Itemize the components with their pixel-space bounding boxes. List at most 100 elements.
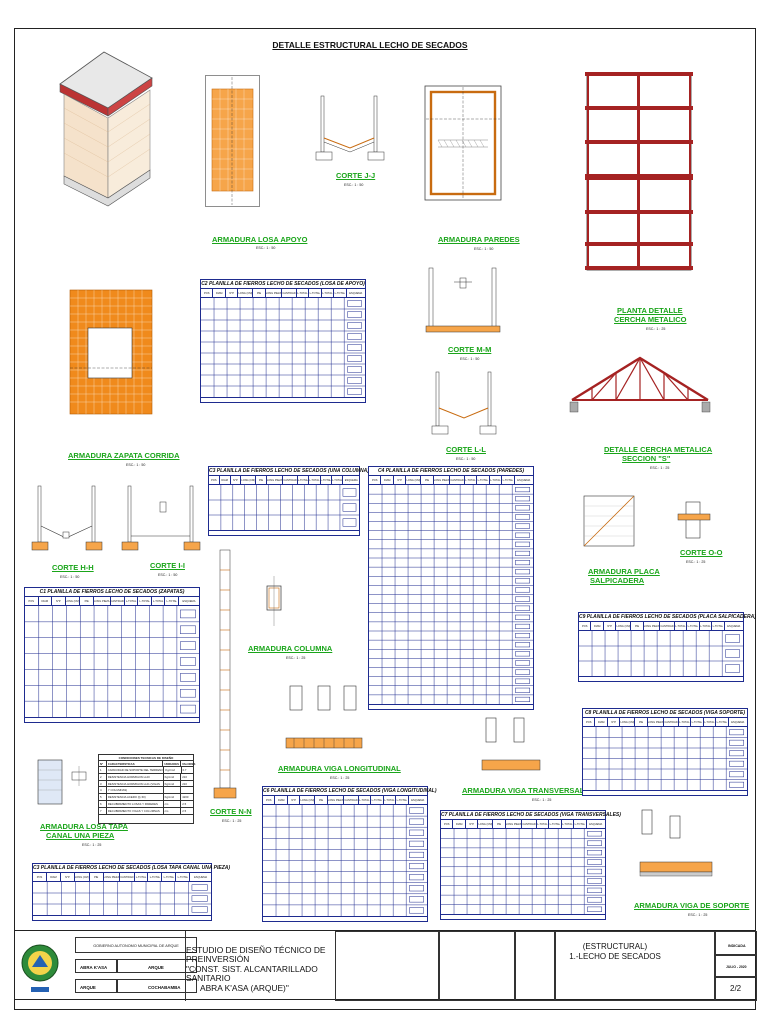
rebar-sketch (515, 514, 530, 520)
viga-soporte-title: ARMADURA VIGA DE SOPORTE (634, 901, 750, 910)
tb-scale-cell: INDICADA (715, 931, 757, 955)
table-c1-caption: C1 PLANILLA DE FIERROS LECHO DE SECADOS … (25, 588, 199, 597)
rebar-sketch (515, 578, 530, 584)
rebar-sketch (180, 689, 196, 698)
rebar-sketch (515, 596, 530, 602)
project-title: ESTUDIO DE DISEÑO TÉCNICO DE PREINVERSIÓ… (186, 945, 336, 993)
design-condition-cell: 3 (99, 780, 107, 787)
design-condition-cell: 5 (99, 794, 107, 800)
table-c3-columna-caption: C3 PLANILLA DE FIERROS LECHO DE SECADOS … (209, 468, 369, 476)
table-grid (201, 298, 365, 397)
rebar-sketch (515, 633, 530, 639)
design-condition-cell (164, 787, 182, 794)
tb-sheet-title-cell (555, 931, 715, 1001)
table-header-cell: L-TOTAL (562, 820, 575, 828)
table-header-cell: POS (369, 476, 382, 484)
tb-municipality-cell: ARQUE (117, 959, 197, 973)
rebar-sketch (515, 496, 530, 502)
table-header-cell: LONG (CM) (406, 476, 422, 484)
table-header-cell: POS (25, 597, 39, 605)
viga-trans-title: ARMADURA VIGA TRANSVERSAL (462, 786, 585, 795)
table-footer (583, 790, 747, 795)
rebar-sketch (347, 300, 362, 307)
tb-entity: GOBIERNO AUTONOMO MUNICIPAL DE ARQUE (93, 944, 179, 948)
table-header-cell: N°P (52, 597, 66, 605)
rebar-sketch (515, 687, 530, 693)
table-header-cell: PIE (253, 289, 266, 297)
table-header-cell: N°P (231, 476, 242, 484)
design-condition-cell: RECUBRIMIENTO LOSAS Y PAREDES (107, 800, 164, 807)
table-header-cell: ESQUEMA (182, 600, 196, 603)
planta-cercha-scale: ESC.: 1 : 25 (646, 327, 666, 331)
table-c6: C6 PLANILLA DE FIERROS LECHO DE SECADOS … (262, 786, 437, 922)
corte-hh-scale: ESC.: 1 : 50 (60, 575, 80, 579)
design-condition-cell: 4 (99, 787, 107, 794)
isometric-view (59, 51, 153, 207)
table-header-cell: L-TOTAL (477, 476, 490, 484)
viga-long-title: ARMADURA VIGA LONGITUDINAL (278, 764, 401, 773)
rebar-sketch (409, 863, 424, 870)
sheet-frame (14, 28, 756, 1010)
tb-community-cell: ABRA K'ASA (75, 959, 117, 973)
table-header-cell: L-TOTAL (574, 820, 587, 828)
table-header-cell: ESQUEMA (731, 721, 745, 724)
table-header-cell: PIE (421, 476, 434, 484)
table-header-cell: N°P (604, 622, 617, 630)
planta-cercha-title-2: CERCHA METALICO (614, 315, 687, 324)
table-header-cell: ESQUEMA (517, 479, 531, 482)
cercha-drawing (569, 356, 711, 413)
cond-header-num: Nº (99, 761, 107, 766)
table-header-cell: L-TOTAL (502, 476, 515, 484)
design-condition-cell: Kg/cm2 (164, 773, 182, 780)
table-header-cell: DIAM (381, 476, 394, 484)
design-condition-cell: CAPACIDAD DE SOPORTE DEL TERRENO (107, 767, 165, 773)
table-header-cell: CANTIDAD (522, 820, 537, 828)
losa-tapa-title-2: CANAL UNA PIEZA (46, 831, 115, 840)
table-header-cell: LONG (CM) (616, 622, 632, 630)
rebar-sketch (515, 541, 530, 547)
table-grid (583, 727, 747, 790)
rebar-sketch (191, 884, 208, 891)
table-header-cell: N°P (288, 796, 301, 804)
tb-municipality: ARQUE (148, 965, 164, 970)
rebar-sketch (515, 550, 530, 556)
table-header-cell: LONG (CM) (75, 873, 90, 881)
rebar-sketch (515, 678, 530, 684)
corte-mm-title: CORTE M-M (448, 345, 492, 354)
design-condition-cell: RESISTENCIA HORMIGON H-20 (107, 773, 164, 780)
table-header-cell: CANTIDAD (664, 718, 679, 726)
table-grid (25, 606, 199, 717)
zapata-title: ARMADURA ZAPATA CORRIDA (68, 451, 180, 460)
table-c4: C4 PLANILLA DE FIERROS LECHO DE SECADOS … (368, 466, 534, 710)
table-header-cell: DIAM (453, 820, 466, 828)
zapata-drawing (69, 289, 153, 415)
rebar-sketch (729, 729, 744, 736)
table-header-cell: ESQUEMA (727, 625, 741, 628)
table-header-cell: LONG PIEZA (94, 597, 111, 605)
table-header-cell: L-TOTAL (716, 718, 729, 726)
title-block: GOBIERNO AUTONOMO MUNICIPAL DE ARQUE ABR… (14, 930, 757, 1001)
rebar-sketch (342, 518, 357, 527)
viga-trans-drawing (481, 717, 541, 771)
corte-jj-title: CORTE J-J (336, 171, 376, 180)
columna-title: ARMADURA COLUMNA (248, 644, 333, 653)
rebar-sketch (180, 641, 196, 650)
project-title-line-1: ESTUDIO DE DISEÑO TÉCNICO DE PREINVERSIÓ… (186, 945, 326, 965)
viga-trans-scale: ESC.: 1 : 25 (532, 798, 552, 802)
table-header-cell: N°P (608, 718, 621, 726)
planta-cercha-drawing (585, 72, 693, 271)
table-header-cell: DIAM (39, 597, 53, 605)
rebar-sketch (587, 887, 602, 894)
table-footer (201, 397, 365, 402)
municipal-seal-icon (21, 944, 59, 992)
table-header-cell: DIAM (47, 873, 61, 881)
rebar-sketch (587, 878, 602, 884)
table-footer (369, 704, 533, 709)
rebar-sketch (725, 634, 740, 643)
table-c9-caption: C9 PLANILLA DE FIERROS LECHO DE SECADOS … (579, 614, 756, 622)
table-header-cell: ESQUEMA (589, 823, 603, 826)
